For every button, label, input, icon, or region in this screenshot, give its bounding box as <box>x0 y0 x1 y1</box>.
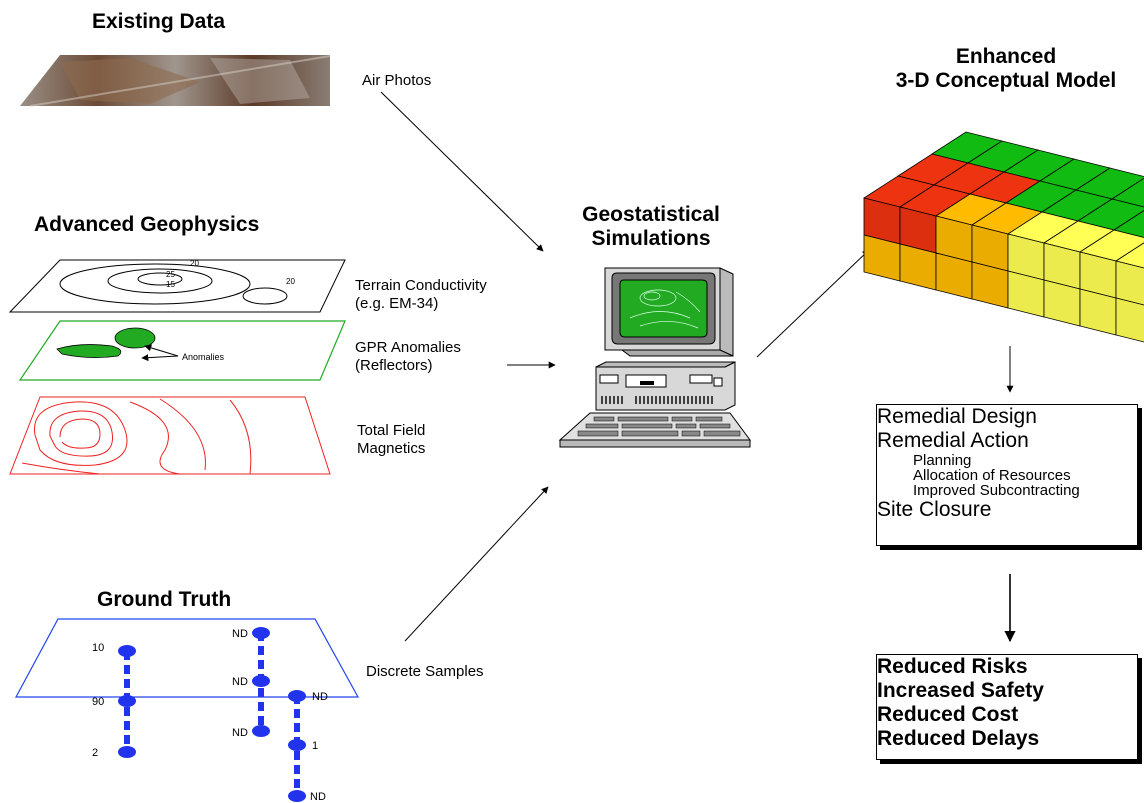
model-block-front <box>1115 297 1144 343</box>
air-photo-image <box>20 55 331 107</box>
sample-columns <box>124 632 300 796</box>
sample-point <box>252 675 270 687</box>
discrete-samples-label: Discrete Samples <box>366 663 484 680</box>
contour-label: 20 <box>286 277 295 286</box>
contour-label: 20 <box>190 259 199 268</box>
design-line-remedial-action: Remedial Action <box>877 429 1029 452</box>
simulations-heading: Geostatistical Simulations <box>566 203 736 251</box>
air-photos-label: Air Photos <box>362 72 432 89</box>
magnetics-label-line-2: Magnetics <box>357 440 426 457</box>
3d-conceptual-model <box>863 131 1144 343</box>
design-line-allocation: Allocation of Resources <box>913 467 1071 484</box>
ground-truth-heading: Ground Truth <box>97 588 232 611</box>
design-line-site-closure: Site Closure <box>877 498 992 521</box>
sample-point <box>118 645 136 657</box>
design-line-planning: Planning <box>913 452 972 469</box>
remedial-design-box: Remedial Design Remedial Action Planning… <box>876 404 1138 546</box>
sample-point <box>252 627 270 639</box>
sample-value: 90 <box>92 696 104 708</box>
sample-points <box>118 627 306 802</box>
contour-label: 15 <box>166 280 175 289</box>
computer-icon <box>558 267 751 448</box>
sample-value: 1 <box>312 740 318 752</box>
design-line-remedial-design: Remedial Design <box>877 405 1037 428</box>
total-field-magnetics-label: Total Field Magnetics <box>357 422 425 458</box>
ground-truth-plane <box>14 618 360 698</box>
terrain-conductivity-map: 20 25 15 20 <box>8 259 346 313</box>
sample-point <box>118 746 136 758</box>
sample-value: ND <box>310 791 326 803</box>
magnetics-map <box>9 396 331 475</box>
model-heading: Enhanced 3-D Conceptual Model <box>868 45 1144 93</box>
magnetics-label-line-1: Total Field <box>357 422 426 439</box>
sample-value: 2 <box>92 747 98 759</box>
terrain-label-line-1: Terrain Conductivity <box>355 277 487 294</box>
outcome-increased-safety: Increased Safety <box>877 679 1044 702</box>
terrain-label-line-2: (e.g. EM-34) <box>355 295 439 312</box>
advanced-geophysics-heading: Advanced Geophysics <box>34 213 260 236</box>
terrain-conductivity-label: Terrain Conductivity (e.g. EM-34) <box>355 277 487 313</box>
sample-value: ND <box>232 727 248 739</box>
outcome-reduced-delays: Reduced Delays <box>877 727 1040 750</box>
gpr-label-line-2: (Reflectors) <box>355 357 433 374</box>
outcomes-box: Reduced Risks Increased Safety Reduced C… <box>876 654 1138 760</box>
flow-arrows <box>380 91 1016 643</box>
sample-value: ND <box>312 691 328 703</box>
existing-data-heading: Existing Data <box>92 10 226 33</box>
gpr-anomalies-label: GPR Anomalies (Reflectors) <box>355 339 461 375</box>
simulations-heading-line-1: Geostatistical <box>582 203 720 226</box>
sample-point <box>288 790 306 802</box>
anomalies-label: Anomalies <box>182 352 225 362</box>
sample-point <box>288 739 306 751</box>
arrow-model <box>756 249 870 358</box>
outcome-reduced-risks: Reduced Risks <box>877 655 1028 678</box>
sample-point <box>252 725 270 737</box>
gpr-anomalies-map: Anomalies <box>18 320 346 381</box>
arrow-samples <box>404 486 549 642</box>
sample-point <box>288 690 306 702</box>
gpr-label-line-1: GPR Anomalies <box>355 339 461 356</box>
outcome-reduced-cost: Reduced Cost <box>877 703 1019 726</box>
sample-point <box>118 695 136 707</box>
model-heading-line-1: Enhanced <box>955 45 1057 68</box>
sample-value: ND <box>232 676 248 688</box>
sample-value: 10 <box>92 642 104 654</box>
arrow-air-photos <box>380 91 544 252</box>
simulations-heading-line-2: Simulations <box>591 227 711 250</box>
model-heading-line-2: 3-D Conceptual Model <box>895 69 1117 92</box>
design-line-subcontracting: Improved Subcontracting <box>913 482 1080 499</box>
model-block-front <box>1115 260 1144 306</box>
contour-label: 25 <box>166 270 175 279</box>
sample-value: ND <box>232 628 248 640</box>
